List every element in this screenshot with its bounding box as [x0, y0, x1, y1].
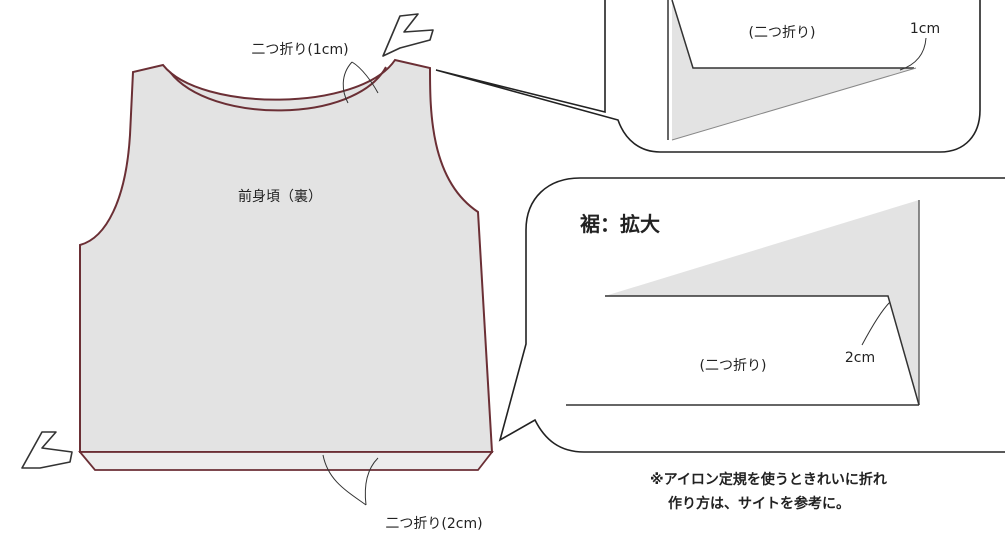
hem-zoom-width-label: 2cm [845, 350, 875, 366]
front-body-garment: 前身頃（裏） [78, 58, 494, 471]
neck-fold-annotation: 二つ折り(1cm) [251, 42, 379, 104]
neck-zoom-fold-line [671, 0, 914, 69]
neck-zoom-fold-fill [672, 0, 916, 140]
body-label: 前身頃（裏） [238, 188, 322, 205]
hem-zoom-fold-line [605, 295, 920, 406]
hem-width-leader [861, 301, 891, 346]
hem-fold-strip [78, 451, 494, 471]
neck-leader-line-1 [342, 61, 353, 104]
hem-leader-line-2 [364, 457, 379, 506]
neck-leader-line-2 [351, 61, 379, 94]
hem-fold-annotation: 二つ折り(2cm) [322, 454, 483, 532]
hem-callout-bubble [498, 177, 1005, 453]
note-block: ※アイロン定規を使うときれいに折れ 作り方は、サイトを参考に。 [650, 471, 887, 512]
note-line-1: ※アイロン定規を使うときれいに折れ [650, 471, 887, 488]
note-line-2: 作り方は、サイトを参考に。 [668, 495, 850, 512]
pointer-hand-icon [21, 431, 73, 469]
hem-zoom-fold-fill [605, 200, 919, 405]
pointer-hand-icon [382, 13, 434, 57]
garment-body-shape [79, 58, 494, 453]
neck-zoom-width-label: 1cm [910, 21, 940, 37]
neck-fold-label: 二つ折り(1cm) [251, 42, 348, 58]
neckline-fold-line [169, 66, 387, 112]
hem-zoom-title: 裾：拡大 [580, 212, 660, 236]
hem-fold-label: 二つ折り(2cm) [385, 516, 482, 532]
neck-width-leader [899, 37, 927, 71]
neck-zoom-diagonal [671, 67, 917, 141]
hem-leader-line-1 [322, 454, 367, 506]
neck-zoom-callout: (二つ折り) 1cm [435, 0, 981, 153]
hem-zoom-fold-label: (二つ折り) [700, 358, 767, 374]
hem-zoom-callout: 裾：拡大 (二つ折り) 2cm [498, 177, 1005, 453]
neck-zoom-fold-label: (二つ折り) [749, 25, 816, 41]
